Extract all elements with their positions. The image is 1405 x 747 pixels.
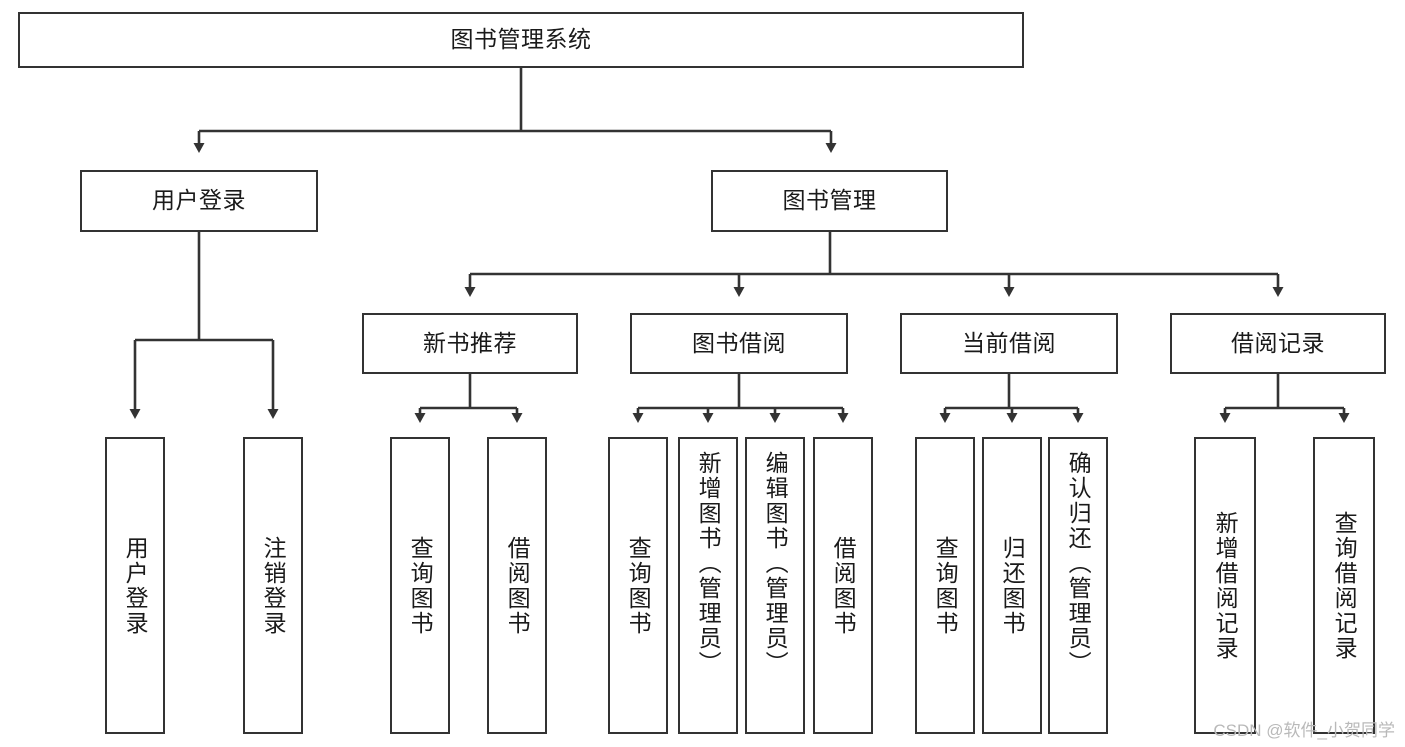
node-leaf-user-login[interactable]: 用户登录	[105, 437, 165, 734]
node-borrow-record[interactable]: 借阅记录	[1170, 313, 1386, 374]
node-label: 图书管理	[782, 187, 877, 214]
node-label: 确认归还（管理员）	[1065, 451, 1092, 676]
node-current-borrow[interactable]: 当前借阅	[900, 313, 1118, 374]
node-label: 新增借阅记录	[1212, 510, 1239, 661]
node-leaf-borrow-book-new-book[interactable]: 借阅图书	[487, 437, 547, 734]
node-leaf-confirm-return-admin[interactable]: 确认归还（管理员）	[1048, 437, 1108, 734]
node-label: 借阅图书	[504, 535, 531, 636]
node-label: 查询图书	[625, 535, 652, 636]
node-leaf-edit-book-admin[interactable]: 编辑图书（管理员）	[745, 437, 805, 734]
node-book-manage[interactable]: 图书管理	[711, 170, 948, 232]
node-leaf-add-book-admin[interactable]: 新增图书（管理员）	[678, 437, 738, 734]
node-leaf-query-borrow-record[interactable]: 查询借阅记录	[1313, 437, 1375, 734]
node-label: 查询借阅记录	[1331, 510, 1358, 661]
node-leaf-add-borrow-record[interactable]: 新增借阅记录	[1194, 437, 1256, 734]
node-label: 当前借阅	[962, 329, 1056, 356]
node-label: 查询图书	[932, 535, 959, 636]
node-label: 归还图书	[999, 535, 1026, 636]
node-new-book-recommend[interactable]: 新书推荐	[362, 313, 578, 374]
node-label: 新书推荐	[423, 329, 517, 356]
node-label: 图书借阅	[692, 329, 786, 356]
node-label: 注销登录	[260, 535, 287, 636]
node-label: 用户登录	[122, 535, 149, 636]
node-label: 用户登录	[152, 187, 246, 214]
node-label: 图书管理系统	[450, 26, 592, 53]
node-label: 编辑图书（管理员）	[762, 451, 789, 676]
node-root-system[interactable]: 图书管理系统	[18, 12, 1024, 68]
node-label: 查询图书	[407, 535, 434, 636]
node-leaf-borrow-book-borrow[interactable]: 借阅图书	[813, 437, 873, 734]
node-leaf-logout-login[interactable]: 注销登录	[243, 437, 303, 734]
node-leaf-query-book-current[interactable]: 查询图书	[915, 437, 975, 734]
node-label: 借阅记录	[1231, 329, 1325, 356]
node-user-login[interactable]: 用户登录	[80, 170, 318, 232]
node-book-borrow[interactable]: 图书借阅	[630, 313, 848, 374]
node-leaf-query-book-new-book[interactable]: 查询图书	[390, 437, 450, 734]
node-leaf-query-book-borrow[interactable]: 查询图书	[608, 437, 668, 734]
node-label: 借阅图书	[830, 535, 857, 636]
watermark-text: CSDN @软件_小贺同学	[1213, 721, 1395, 740]
node-leaf-return-book[interactable]: 归还图书	[982, 437, 1042, 734]
node-label: 新增图书（管理员）	[695, 451, 722, 676]
